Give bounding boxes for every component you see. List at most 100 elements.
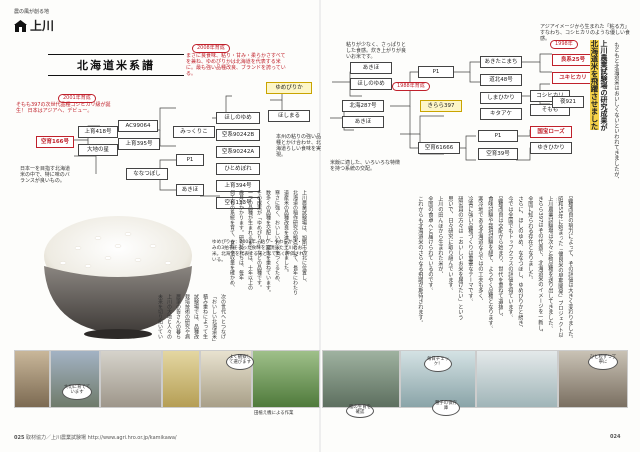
node-p1b: P1 <box>418 66 454 78</box>
left-column-0: 上川農業試験場は、旭川市の北に位置し、 <box>301 190 307 285</box>
node-ac99064: AC99064 <box>118 120 158 132</box>
right-column-7: 今では全国でもトップクラスの評価を得ています。 <box>507 196 513 321</box>
node-akiho-a: あきほ <box>176 184 204 196</box>
note-2001: そもも397の次世代品種コシヒカリ級が誕生！ 日本はアジアへ、デビュー。 <box>16 102 111 114</box>
note-left: 日本一を目指す北海道米の中で、特に味のバランスが良いもの。 <box>20 166 71 184</box>
badge-1998: 1998年 <box>550 40 578 49</box>
header-subtitle: 農の風が創る地 <box>14 9 50 15</box>
photo-field <box>252 350 320 408</box>
photo-caption: 田植え機による作業 <box>254 411 294 416</box>
node-akiho-c: あきほ <box>342 116 384 128</box>
right-column-12: 研究員の方々は「おいしいお米を届けたい」という <box>457 196 463 321</box>
right-column-10: 寒冷地である北海道ならではの工夫も多く、 <box>477 196 483 304</box>
node-kamiiku418: 上育418号 <box>78 126 118 138</box>
right-column-2: 昭和55年に始まった「優良米の早期開発」プロジェクト以降、 <box>557 196 563 338</box>
photo-seedlings <box>100 350 162 408</box>
bubble-5: 種子の保存庫 <box>432 400 460 416</box>
left-column-9: 次の世代へとつなげていくのです。 <box>220 294 226 339</box>
note-hoshi: 粘りが少なく、さっぱりとした食感。炊き上がりが良いお米です。 <box>346 42 407 60</box>
left-column-4: 数多くの品種を交配し、選抜を重ねています。 <box>265 190 271 295</box>
note-asia: アジアイメージから生まれた「粘る方」すなわち、コシヒカリのような優しい食感。 <box>540 24 631 42</box>
right-column-1: 品種改良の努力によって、その評価は大きく変わりました。 <box>567 196 573 342</box>
left-column-1: 北海道の稲作研究の拠点として、長年にわたり <box>292 190 298 295</box>
footer-credit: 取材協力／上川農業試験場 http://www.agri.hro.or.jp/k… <box>26 435 177 441</box>
node-nanatsuboshi: ななつぼし <box>126 168 168 180</box>
town-icon <box>14 19 27 32</box>
left-column-5: その成果が「ゆめぴりか」などの品種です。 <box>256 190 262 290</box>
left-column-16: 未来を切り拓いているのです。 <box>157 294 163 339</box>
node-kuu166: 空育166号 <box>36 136 74 148</box>
bubble-3: 稲の生育を確認 <box>346 404 374 418</box>
note-center: 本州の粘りの強い品種とかけ合わせ、北海道らしい食味を実現。 <box>276 134 322 158</box>
left-column-8: 何千もの系統を育て、食味や収量を確かめ、 <box>229 190 235 290</box>
article-lead: 上川農業試験場の研究成果が 北海道米を飛躍させました <box>578 40 608 190</box>
right-column-11: 冷害に強い品種づくりは重要なテーマです。 <box>467 196 473 304</box>
note-center2: 米飯に適した、いろいろな特徴を持つ系統の交配。 <box>330 160 401 172</box>
footer-left: 025 取材協力／上川農業試験場 http://www.agri.hro.or.… <box>14 434 177 441</box>
right-column-13: 思いで、日々研究に取り組んでいます。 <box>447 196 453 294</box>
page-header: 農の風が創る地 上川 <box>14 8 54 34</box>
right-column-14: 上川の田んぼから生まれた米が、 <box>437 196 443 277</box>
node-akiho-b: あきほ <box>350 62 392 74</box>
left-column-7: 歳月がかかります。研究員たちは、毎年 <box>238 190 244 280</box>
right-column-15: 全国の食卓へと届けられているのです。 <box>427 196 433 294</box>
node-yoru921: 夜921 <box>552 96 584 108</box>
right-column-6: さらに、ほしのゆめ、ななつぼし、ゆめぴりかと続き、 <box>517 196 523 331</box>
node-p1a: P1 <box>176 154 204 166</box>
bowl-caption: ゆめぴりか：2008年、粘り・やわらかさ・甘みの3拍子そろった食味を実現した上川… <box>212 240 309 263</box>
right-column-4: きらら397はその代表で、北海道米のイメージを一新し、 <box>537 196 543 336</box>
left-column-11: 積み重ねによって生まれています。 <box>202 294 208 339</box>
node-kuu133: 空育133号 <box>216 197 260 209</box>
node-kuu90242a: 空系90242A <box>216 146 260 158</box>
bubble-1: 大切に育てています <box>62 384 92 400</box>
node-akitakomachi: あきたこまち <box>480 56 522 68</box>
photo-rice-ears <box>162 350 200 408</box>
lead-line1: 上川農業試験場の研究成果が <box>600 40 608 131</box>
node-kitaake: キタアケ <box>480 108 522 120</box>
bubble-6: ひと粒ずつ丁寧に <box>588 354 618 370</box>
node-mikuriya: みっくりこ <box>173 126 215 138</box>
right-column-5: 全国に知られる存在となりました。 <box>527 196 533 283</box>
node-kuu61666: 空育61666 <box>418 142 460 154</box>
node-p1c: P1 <box>478 130 518 142</box>
left-column-14: 農家の皆さんの暮らしを支えています。 <box>175 294 181 339</box>
rice-bowl-image <box>44 216 192 339</box>
node-yukihikari: ゆきひかり <box>530 142 572 154</box>
node-kuu39: 空育39号 <box>478 148 518 160</box>
node-kamiiku395: 上育395号 <box>118 138 160 150</box>
page-number-left: 025 <box>14 435 25 441</box>
bubble-2: よく観察して選びます <box>226 354 254 370</box>
badge-1988: 1988年育成 <box>392 82 430 91</box>
node-ohirano: 大地の星 <box>78 144 118 156</box>
note-yumepirika: まさに良食味、粘り・甘み・柔らかさすべてを兼ね、ゆめぴりかは北海道を代表する米に… <box>186 53 286 77</box>
header-town: 上川 <box>30 19 55 33</box>
node-yumepirika: ゆめぴりか <box>266 82 312 94</box>
node-hoshimaru: ほしまる <box>268 110 310 122</box>
node-hitomebore: ひとめぼれ <box>216 163 260 175</box>
left-column-12: 試験場では、品種改良のほかにも、 <box>193 294 199 339</box>
node-kamiiku394: 上育394号 <box>216 180 260 192</box>
node-yukihikari-red: ユキヒカリ <box>552 72 594 84</box>
badge-2008: 2008年育成 <box>192 44 230 53</box>
right-column-3: 上川農業試験場は次々と新品種を送り出してきました。 <box>547 196 553 331</box>
right-column-9: 食味試験や栽培試験を経て、ようやく品種となります。 <box>487 196 493 331</box>
photo-greenhouse <box>322 350 400 408</box>
badge-2001: 2001年育成 <box>58 94 96 103</box>
bubble-4: 毎日チェック！ <box>424 356 452 372</box>
node-dohoku48: 道北48号 <box>480 74 522 86</box>
left-column-10: 「おいしい北海道米」は、こうした地道な研究の <box>211 294 217 342</box>
node-hokkai287: 北海287号 <box>342 100 384 112</box>
node-kirara397: きらら397 <box>420 100 462 112</box>
lead-line2-highlight: 北海道米を飛躍させました <box>590 40 599 130</box>
right-column-8: 品種改良は交配から始まり、世代を重ねて選抜し、 <box>497 196 503 321</box>
node-hoshinoyume-a: ほしのゆめ <box>216 112 260 124</box>
page-number-right: 024 <box>610 434 621 440</box>
left-column-2: 道産米の品種改良を進めてきました。 <box>283 190 289 275</box>
node-shimahikari: しまひかり <box>480 92 522 104</box>
right-column-0: もともと北海道米はおいしくないといわれてきましたが、 <box>613 42 619 183</box>
photo-researchers <box>14 350 50 408</box>
spine <box>319 0 321 452</box>
node-kuu90242b: 空系90242B <box>216 129 260 141</box>
photo-cultures <box>476 350 558 408</box>
